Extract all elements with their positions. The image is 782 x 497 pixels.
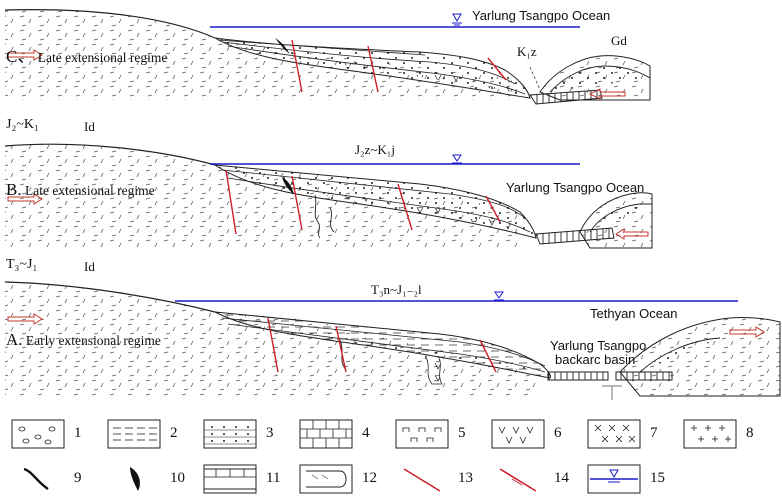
panel-a bbox=[4, 281, 781, 400]
legend-number: 6 bbox=[554, 425, 562, 441]
panel-a-fault-1 bbox=[267, 317, 279, 373]
legend-number: 3 bbox=[266, 425, 274, 441]
legend-number: 5 bbox=[458, 425, 466, 441]
panel-c-letter: C、 bbox=[6, 47, 35, 66]
panel-a-terrane-label: Id bbox=[84, 259, 95, 274]
panel-a-basin-label-line1: Yarlung Tsangpo bbox=[550, 338, 647, 353]
legend-swatch-thin-curve bbox=[23, 467, 49, 490]
panel-b-extension-arrow-left bbox=[7, 193, 43, 205]
panel-a-oceanic-crust-left bbox=[547, 371, 609, 381]
legend-swatch-conglomerate bbox=[11, 419, 65, 449]
panel-b-letter: B. bbox=[6, 180, 22, 199]
panel-b-terrane-label: Id bbox=[84, 119, 95, 134]
legend-swatch-dashed-lines bbox=[107, 419, 161, 449]
legend-number: 13 bbox=[458, 470, 473, 486]
panel-b-sea-level-symbol bbox=[452, 154, 462, 164]
legend-swatch-x-marks bbox=[587, 419, 641, 449]
panel-a-sea-level-symbol bbox=[494, 291, 504, 301]
panel-a-fault-3 bbox=[479, 339, 497, 373]
panel-b-right-block bbox=[579, 192, 653, 249]
panel-c-ocean-label: Yarlung Tsangpo Ocean bbox=[472, 8, 611, 23]
legend-number: 10 bbox=[170, 470, 185, 486]
legend-swatch-dotted-sandstone bbox=[203, 419, 257, 449]
panel-a-formation-label: T₃n~J₁₋₂l bbox=[371, 282, 422, 297]
panel-b-fault-2 bbox=[291, 175, 303, 231]
legend-swatch-red-normal-fault bbox=[403, 468, 441, 492]
legend-swatch-red-fault-arrow bbox=[499, 468, 537, 492]
panel-b-fault-3 bbox=[397, 183, 413, 231]
panel-a-regime: Early extensional regime bbox=[25, 333, 161, 348]
legend-number: 4 bbox=[362, 425, 370, 441]
legend-number: 2 bbox=[170, 425, 178, 441]
legend-number: 9 bbox=[74, 470, 82, 486]
panel-c-sea-level-symbol bbox=[452, 13, 462, 26]
panel-c-fault-3 bbox=[487, 57, 507, 81]
panel-c-terrane-label: Gd bbox=[611, 33, 627, 48]
panel-a-fault-2 bbox=[335, 325, 347, 373]
panel-c-fault-1 bbox=[291, 39, 303, 93]
panel-a-right-block bbox=[619, 317, 781, 397]
panel-a-spreading-arrows bbox=[602, 385, 622, 400]
legend-number: 1 bbox=[74, 425, 82, 441]
panel-b-fault-4 bbox=[485, 195, 501, 223]
panel-a-letter: A. bbox=[6, 330, 23, 349]
panel-b-formation-label: J₂z~K₁j bbox=[355, 142, 395, 157]
panel-b-ocean-label: Yarlung Tsangpo Ocean bbox=[506, 180, 645, 195]
legend-swatch-v-volcanic bbox=[491, 419, 545, 449]
legend-swatch-brick-limestone bbox=[299, 419, 353, 449]
panel-b bbox=[4, 143, 653, 249]
panel-c-extension-arrow-left bbox=[7, 49, 43, 61]
legend-swatch-hatched-slab bbox=[203, 464, 257, 494]
legend-number: 11 bbox=[266, 470, 281, 486]
legend-number: 14 bbox=[554, 470, 569, 486]
legend bbox=[11, 419, 737, 494]
panel-c-title: C、 Late extensional regime bbox=[6, 42, 167, 67]
panel-b-fault-1 bbox=[225, 169, 237, 235]
panel-c-regime: Late extensional regime bbox=[37, 50, 168, 65]
legend-number: 12 bbox=[362, 470, 377, 486]
legend-swatch-black-lens bbox=[130, 467, 140, 491]
panel-a-basin-label-line2: backarc basin bbox=[555, 352, 636, 367]
panel-a-extension-arrow-left bbox=[7, 313, 43, 325]
panel-c-fault-2 bbox=[367, 45, 379, 93]
panel-b-title: B. Late extensional regime bbox=[6, 180, 155, 200]
legend-swatch-corner-marks bbox=[395, 419, 449, 449]
panel-c bbox=[4, 9, 651, 105]
legend-swatch-lens-slab bbox=[299, 464, 353, 494]
panel-a-extension-arrow-right bbox=[729, 326, 765, 338]
legend-swatch-plus-marks bbox=[683, 419, 737, 449]
legend-swatch-sea-level bbox=[587, 464, 641, 494]
legend-number: 15 bbox=[650, 470, 665, 486]
panel-c-formation-label: K₁z bbox=[517, 44, 537, 59]
panel-a-title: A. Early extensional regime bbox=[6, 330, 161, 350]
panel-a-age: T₃~J₁ bbox=[6, 257, 38, 272]
panel-c-extension-arrow-right bbox=[588, 88, 626, 100]
legend-number: 7 bbox=[650, 425, 658, 441]
panel-a-ocean-label: Tethyan Ocean bbox=[590, 306, 678, 321]
panel-b-regime: Late extensional regime bbox=[24, 183, 155, 198]
panel-b-age: J₂~K₁ bbox=[6, 117, 39, 132]
panel-b-extension-arrow-right bbox=[615, 228, 649, 240]
legend-number: 8 bbox=[746, 425, 754, 441]
